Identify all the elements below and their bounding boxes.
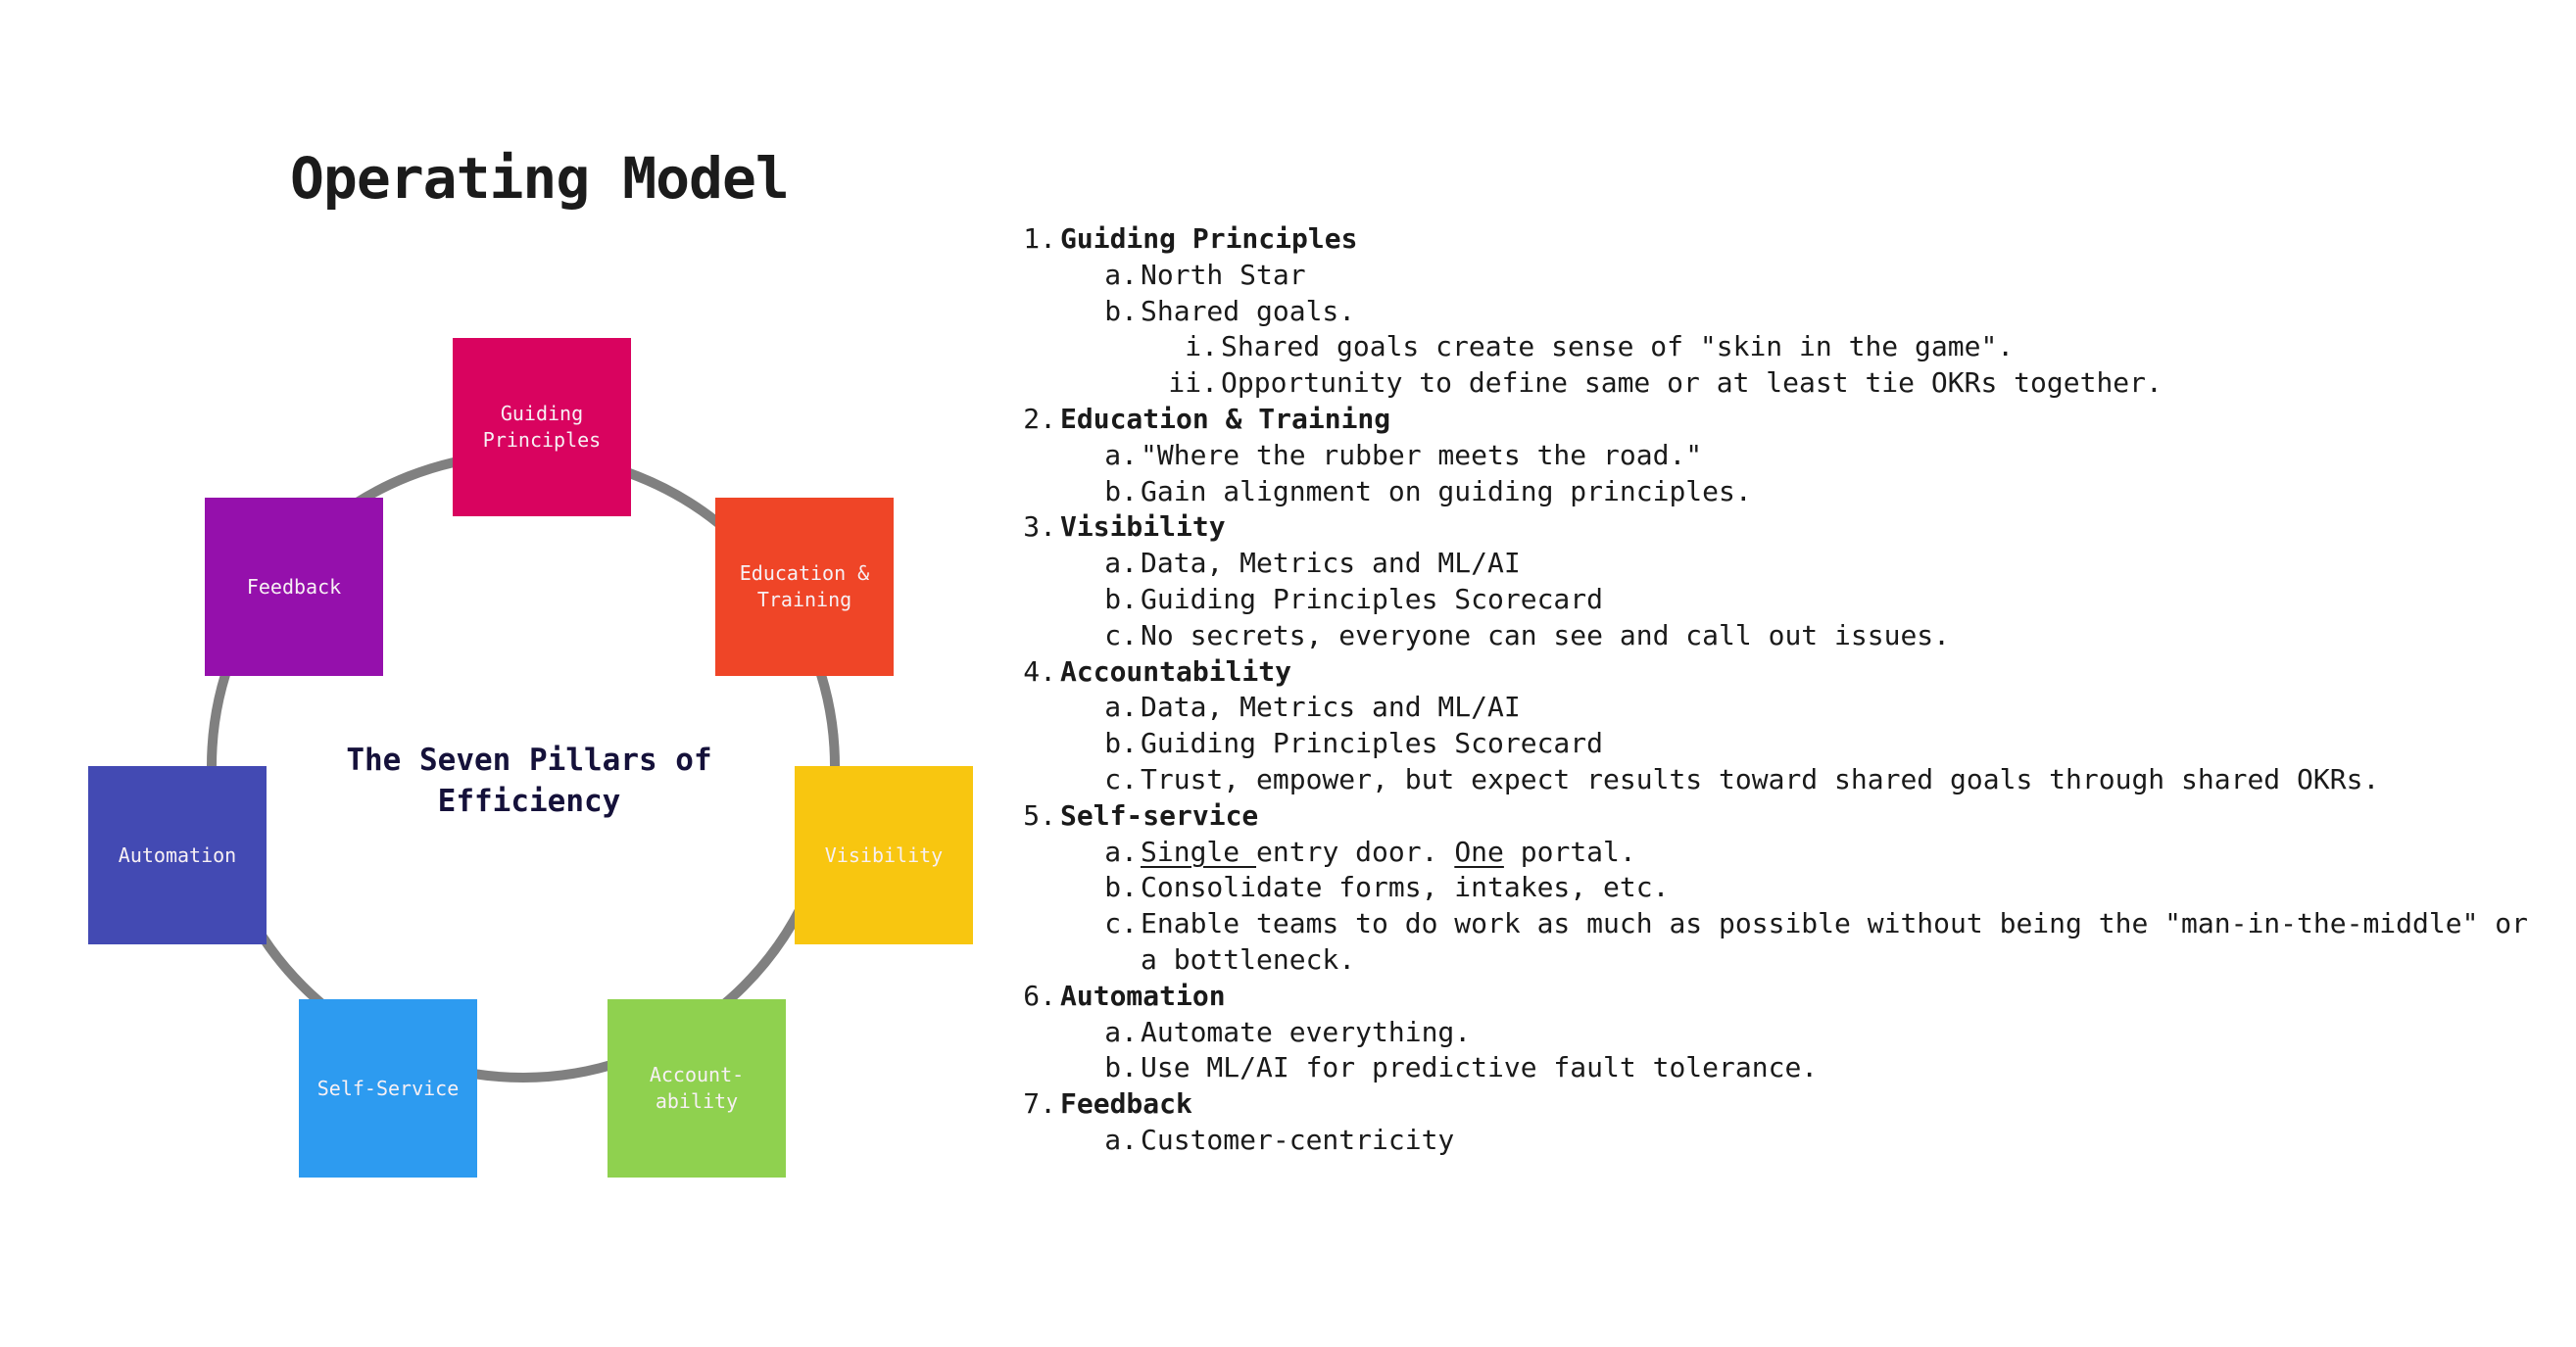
outline-heading: Guiding Principles (1060, 222, 1358, 255)
pillars-diagram: The Seven Pillars of Efficiency Guiding … (0, 0, 980, 1347)
outline-text: a bottleneck. (1141, 942, 1356, 976)
list-marker: a. (1104, 438, 1138, 471)
list-marker: a. (1104, 835, 1138, 868)
outline-text: Guiding Principles Scorecard (1141, 582, 1604, 615)
outline-text: Trust, empower, but expect results towar… (1141, 762, 2380, 795)
list-marker: a. (1104, 547, 1138, 580)
list-marker: b. (1104, 294, 1138, 327)
underlined-text: Single (1141, 835, 1257, 868)
outline-text: Data, Metrics and ML/AI (1141, 547, 1521, 580)
outline-text: Guiding Principles Scorecard (1141, 727, 1604, 760)
diagram-center-label: The Seven Pillars of Efficiency (346, 743, 712, 819)
outline-text: Opportunity to define same or at least t… (1221, 366, 2163, 400)
list-marker: ii. (1168, 366, 1218, 400)
list-marker: 5. (1023, 798, 1056, 832)
outline-heading: Self-service (1060, 798, 1259, 832)
page-title: Operating Model (290, 145, 790, 212)
list-marker: c. (1104, 762, 1138, 795)
pillar-feedback: Feedback (205, 498, 383, 676)
outline-text: Enable teams to do work as much as possi… (1141, 907, 2529, 940)
list-marker: 4. (1023, 654, 1056, 688)
outline-text: Data, Metrics and ML/AI (1141, 691, 1521, 724)
pillar-visibility: Visibility (795, 766, 973, 944)
list-marker: i. (1185, 330, 1218, 363)
list-marker: a. (1104, 1015, 1138, 1048)
pillar-guiding-principles: Guiding Principles (453, 338, 631, 516)
list-marker: c. (1104, 907, 1138, 940)
list-marker: a. (1104, 1123, 1138, 1156)
pillar-education-training: Education & Training (715, 498, 894, 676)
outline-text: Automate everything. (1141, 1015, 1472, 1048)
outline-heading: Education & Training (1060, 402, 1391, 435)
underlined-text: One (1454, 835, 1504, 868)
pillar-accountability: Account- ability (608, 999, 786, 1178)
list-marker: b. (1104, 474, 1138, 507)
outline-heading: Automation (1060, 979, 1226, 1012)
outline-text-part: portal. (1503, 835, 1636, 868)
list-marker: 6. (1023, 979, 1056, 1012)
outline-text: Shared goals. (1141, 294, 1356, 327)
outline-heading: Accountability (1060, 654, 1292, 688)
outline-heading: Feedback (1060, 1087, 1192, 1121)
outline-text: Customer-centricity (1141, 1123, 1455, 1156)
list-marker: a. (1104, 258, 1138, 291)
outline-text-part: entry door. (1256, 835, 1455, 868)
list-marker: b. (1104, 727, 1138, 760)
list-marker: 7. (1023, 1087, 1056, 1121)
pillar-self-service: Self-Service (299, 999, 477, 1178)
outline-text: Use ML/AI for predictive fault tolerance… (1141, 1051, 1819, 1084)
list-marker: 3. (1023, 510, 1056, 544)
list-marker: b. (1104, 871, 1138, 904)
list-marker: 2. (1023, 402, 1056, 435)
outline-text: No secrets, everyone can see and call ou… (1141, 618, 1951, 651)
outline-text: "Where the rubber meets the road." (1141, 438, 1703, 471)
list-marker: b. (1104, 582, 1138, 615)
list-marker: 1. (1023, 222, 1056, 255)
outline-text: Shared goals create sense of "skin in th… (1221, 330, 2015, 363)
pillar-automation: Automation (88, 766, 267, 944)
outline-text: Gain alignment on guiding principles. (1141, 474, 1752, 507)
outline-text: Consolidate forms, intakes, etc. (1141, 871, 1670, 904)
list-marker: c. (1104, 618, 1138, 651)
outline-text: Single entry door. One portal. (1141, 835, 1636, 871)
list-marker: a. (1104, 691, 1138, 724)
outline-heading: Visibility (1060, 510, 1226, 544)
list-marker: b. (1104, 1051, 1138, 1084)
outline-text: North Star (1141, 258, 1306, 291)
